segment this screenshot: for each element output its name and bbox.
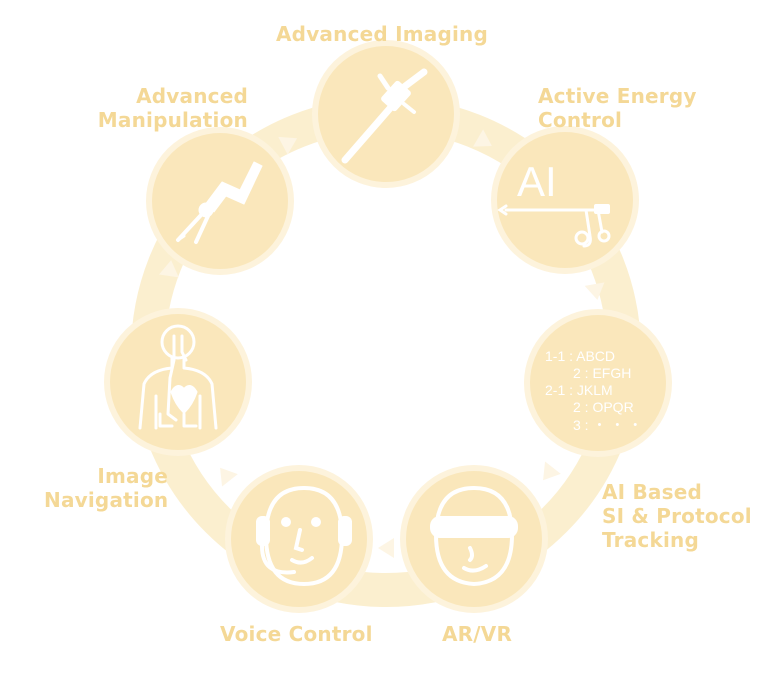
- node-voice-control: [225, 465, 373, 613]
- cycle-arrows: [158, 129, 605, 558]
- energy-device-icon: [497, 204, 611, 248]
- node-ar-vr: [400, 465, 548, 613]
- label-voice-control: Voice Control: [220, 622, 373, 646]
- arrow-energy-to-tracking: [584, 282, 605, 300]
- protocol-line-4: 2 : OPQR: [573, 399, 634, 415]
- label-ar-vr: AR/VR: [442, 622, 513, 646]
- arrow-arvr-to-voice: [378, 538, 394, 558]
- ai-icon-text: AI: [517, 158, 557, 205]
- body-navigation-icon: [138, 324, 218, 430]
- protocol-line-2: 2 : EFGH: [573, 365, 631, 381]
- arrow-manipulation-to-imaging: [278, 136, 298, 155]
- protocol-line-1: 1-1 : ABCD: [545, 348, 615, 364]
- robotic-arm-icon: [176, 161, 263, 244]
- arrow-tracking-to-arvr: [543, 461, 561, 481]
- arrow-voice-to-navigation: [220, 467, 238, 487]
- label-advanced-manipulation: Advanced Manipulation: [97, 84, 248, 132]
- label-image-navigation: Image Navigation: [44, 464, 169, 512]
- node-protocol-tracking: 1-1 : ABCD 2 : EFGH 2-1 : JKLM 2 : OPQR …: [524, 309, 672, 457]
- label-ai-protocol-tracking: AI Based SI & Protocol Tracking: [602, 480, 752, 552]
- protocol-list-icon: 1-1 : ABCD 2 : EFGH 2-1 : JKLM 2 : OPQR …: [545, 348, 642, 433]
- node-advanced-imaging: [312, 40, 460, 188]
- label-advanced-imaging: Advanced Imaging: [276, 22, 488, 46]
- node-image-navigation: [104, 308, 252, 456]
- label-active-energy-control: Active Energy Control: [538, 84, 697, 132]
- arrow-navigation-to-manipulation: [158, 260, 179, 278]
- headset-microphone-icon: [256, 485, 352, 587]
- protocol-line-5: 3 : ・ ・ ・: [573, 417, 642, 433]
- arrow-imaging-to-energy: [473, 129, 492, 147]
- protocol-line-3: 2-1 : JKLM: [545, 382, 613, 398]
- node-active-energy-control: AI: [491, 126, 639, 274]
- vr-headset-icon: [430, 485, 518, 587]
- endoscope-icon: [341, 68, 428, 164]
- node-advanced-manipulation: [146, 127, 294, 275]
